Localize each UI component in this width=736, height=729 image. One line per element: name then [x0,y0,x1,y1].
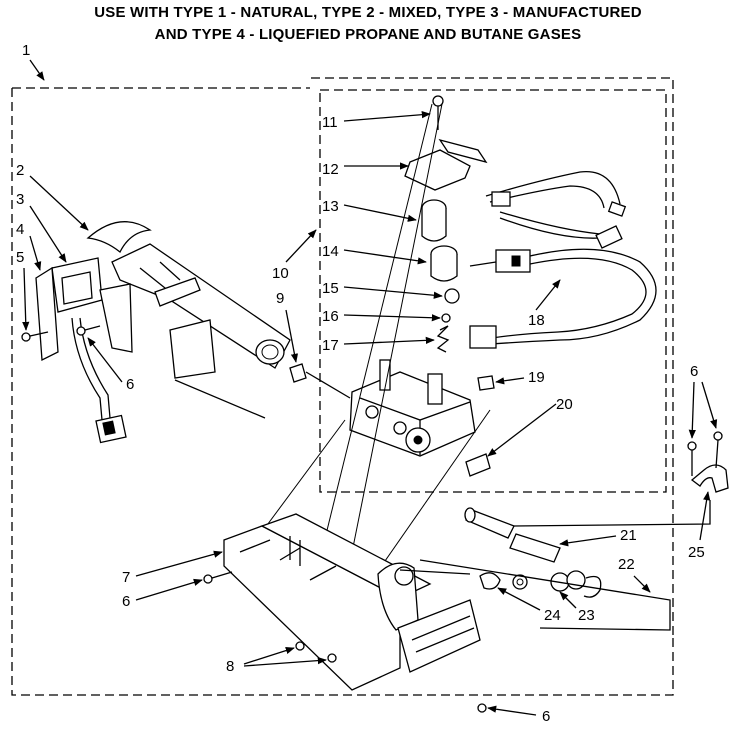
callout-25: 25 [688,544,705,561]
callout-5: 5 [16,249,24,266]
burner-plate [169,319,266,419]
burner-tube [86,221,291,369]
mounting-bracket [223,513,481,691]
callout-19: 19 [528,369,545,386]
igniter-bracket [35,257,133,444]
callout-6-mid: 6 [122,593,130,610]
callout-9: 9 [276,290,284,307]
callout-4: 4 [16,221,24,238]
orifice [289,363,351,399]
callout-21: 21 [620,527,637,544]
callout-6-bottom: 6 [542,708,550,725]
callout-7: 7 [122,569,130,586]
callout-14: 14 [322,243,339,260]
fittings [399,559,671,631]
fitting-20 [465,453,491,477]
header-line-1: USE WITH TYPE 1 - NATURAL, TYPE 2 - MIXE… [94,4,642,21]
callout-18: 18 [528,312,545,329]
bracket-screw-left [203,571,233,584]
valve-subassembly-box [319,89,667,493]
callout-11: 11 [322,114,338,131]
callout-10: 10 [272,265,289,282]
callout-23: 23 [578,607,595,624]
bracket-screw-bottom [477,703,487,713]
clamp-25 [687,431,729,493]
callout-6-left: 6 [126,376,134,393]
callout-17: 17 [322,337,339,354]
callout-2: 2 [16,162,24,179]
callout-3: 3 [16,191,24,208]
callout-labels: 1 2 3 4 5 6 9 10 11 12 13 14 15 16 17 18… [16,42,718,725]
callout-20: 20 [556,396,573,413]
callout-24: 24 [544,607,561,624]
callout-15: 15 [322,280,339,297]
assembly-boundary [11,77,674,696]
callout-16: 16 [322,308,339,325]
callout-8: 8 [226,658,234,675]
callout-6-right: 6 [690,363,698,380]
screw-19 [477,375,495,391]
header-line-2: AND TYPE 4 - LIQUEFIED PROPANE AND BUTAN… [154,26,582,43]
bracket-screws [21,325,101,342]
pipe-21 [464,500,711,563]
callout-12: 12 [322,161,339,178]
solenoid-coils [404,138,488,353]
gas-valve-body [349,359,476,457]
bracket-screws-8 [295,641,337,663]
callout-13: 13 [322,198,339,215]
callout-22: 22 [618,556,635,573]
callout-1: 1 [22,42,30,59]
wire-harness [469,170,657,349]
